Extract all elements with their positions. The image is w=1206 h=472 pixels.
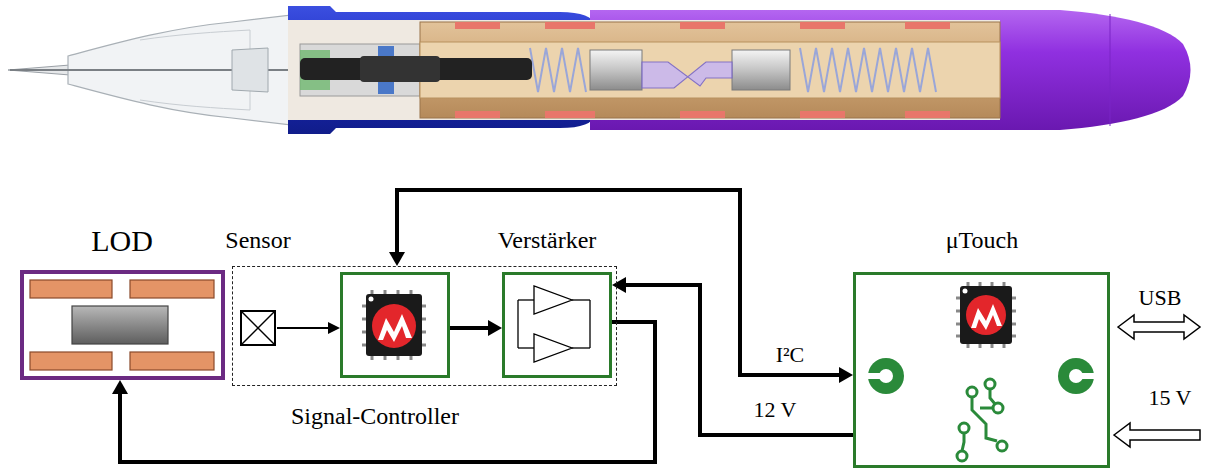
connector (612, 277, 853, 435)
signal-arrow (450, 320, 502, 336)
connector-line (397, 190, 840, 375)
connector (112, 322, 655, 462)
board-box: μTouch (853, 272, 1110, 468)
power-arrow (1114, 423, 1200, 447)
arrow-head (612, 277, 626, 293)
arrow-head (112, 380, 128, 394)
amplifier-symbols (518, 286, 590, 362)
signal-label: I²C (774, 343, 807, 367)
arrow-head (389, 252, 405, 266)
connector (389, 190, 853, 383)
usb-arrow (1118, 315, 1200, 339)
signal-label: 12 V (752, 398, 799, 422)
sensor-symbol (242, 312, 274, 344)
lod-box: LOD (20, 270, 225, 380)
signal-arrow (277, 322, 340, 334)
board-internals (868, 282, 1094, 461)
node-heading: Verstärker (498, 227, 597, 253)
node-heading: Signal-Controller (291, 403, 459, 429)
connector-line (120, 322, 655, 462)
lod-internals (24, 274, 221, 376)
connector-line (625, 285, 853, 435)
node-heading: μTouch (946, 227, 1019, 253)
arrow-head (839, 367, 853, 383)
node-heading: Sensor (225, 227, 290, 253)
controller-group: Signal-ControllerSensorVerstärker (232, 266, 617, 386)
node-heading: LOD (91, 224, 153, 257)
amplifier-box: Verstärker (502, 272, 612, 378)
port-label: USB (1139, 286, 1182, 310)
controller-chip (342, 274, 449, 377)
instrument-drawing (8, 6, 1191, 134)
port-label: 15 V (1149, 386, 1192, 410)
sensor-box: Sensor (240, 310, 276, 346)
